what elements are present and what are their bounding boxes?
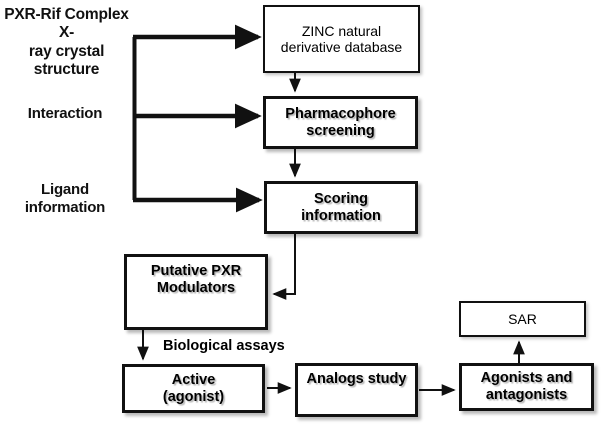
node-label: Scoring information — [301, 190, 381, 224]
node-label: Agonists and antagonists — [480, 370, 573, 403]
node-agonists-and-antagonists[interactable]: Agonists and antagonists — [459, 363, 594, 411]
node-zinc-natural-derivative-database[interactable]: ZINC natural derivative database — [263, 5, 420, 73]
node-label: Pharmacophore screening — [285, 105, 396, 139]
edge-label-biological-assays: Biological assays — [163, 338, 285, 354]
node-active-agonist[interactable]: Active (agonist) — [122, 364, 265, 413]
node-label: ZINC natural derivative database — [280, 22, 403, 55]
node-label: Active (agonist) — [162, 371, 225, 405]
edge-scoring-to-putative — [272, 234, 296, 300]
node-label: Putative PXR Modulators — [150, 263, 242, 296]
node-pharmacophore-screening[interactable]: Pharmacophore screening — [263, 96, 418, 149]
input-label-xray-crystal-structure: PXR-Rif Complex X- ray crystal structure — [4, 6, 129, 78]
input-label-interaction: Interaction — [27, 105, 103, 122]
node-scoring-information[interactable]: Scoring information — [264, 181, 418, 234]
node-sar[interactable]: SAR — [459, 301, 586, 337]
node-putative-pxr-modulators[interactable]: Putative PXR Modulators — [124, 254, 268, 330]
input-label-ligand-information: Ligand information — [24, 181, 106, 216]
node-label: Analogs study — [306, 371, 407, 387]
node-label: SAR — [508, 310, 537, 327]
node-analogs-study[interactable]: Analogs study — [295, 363, 418, 417]
